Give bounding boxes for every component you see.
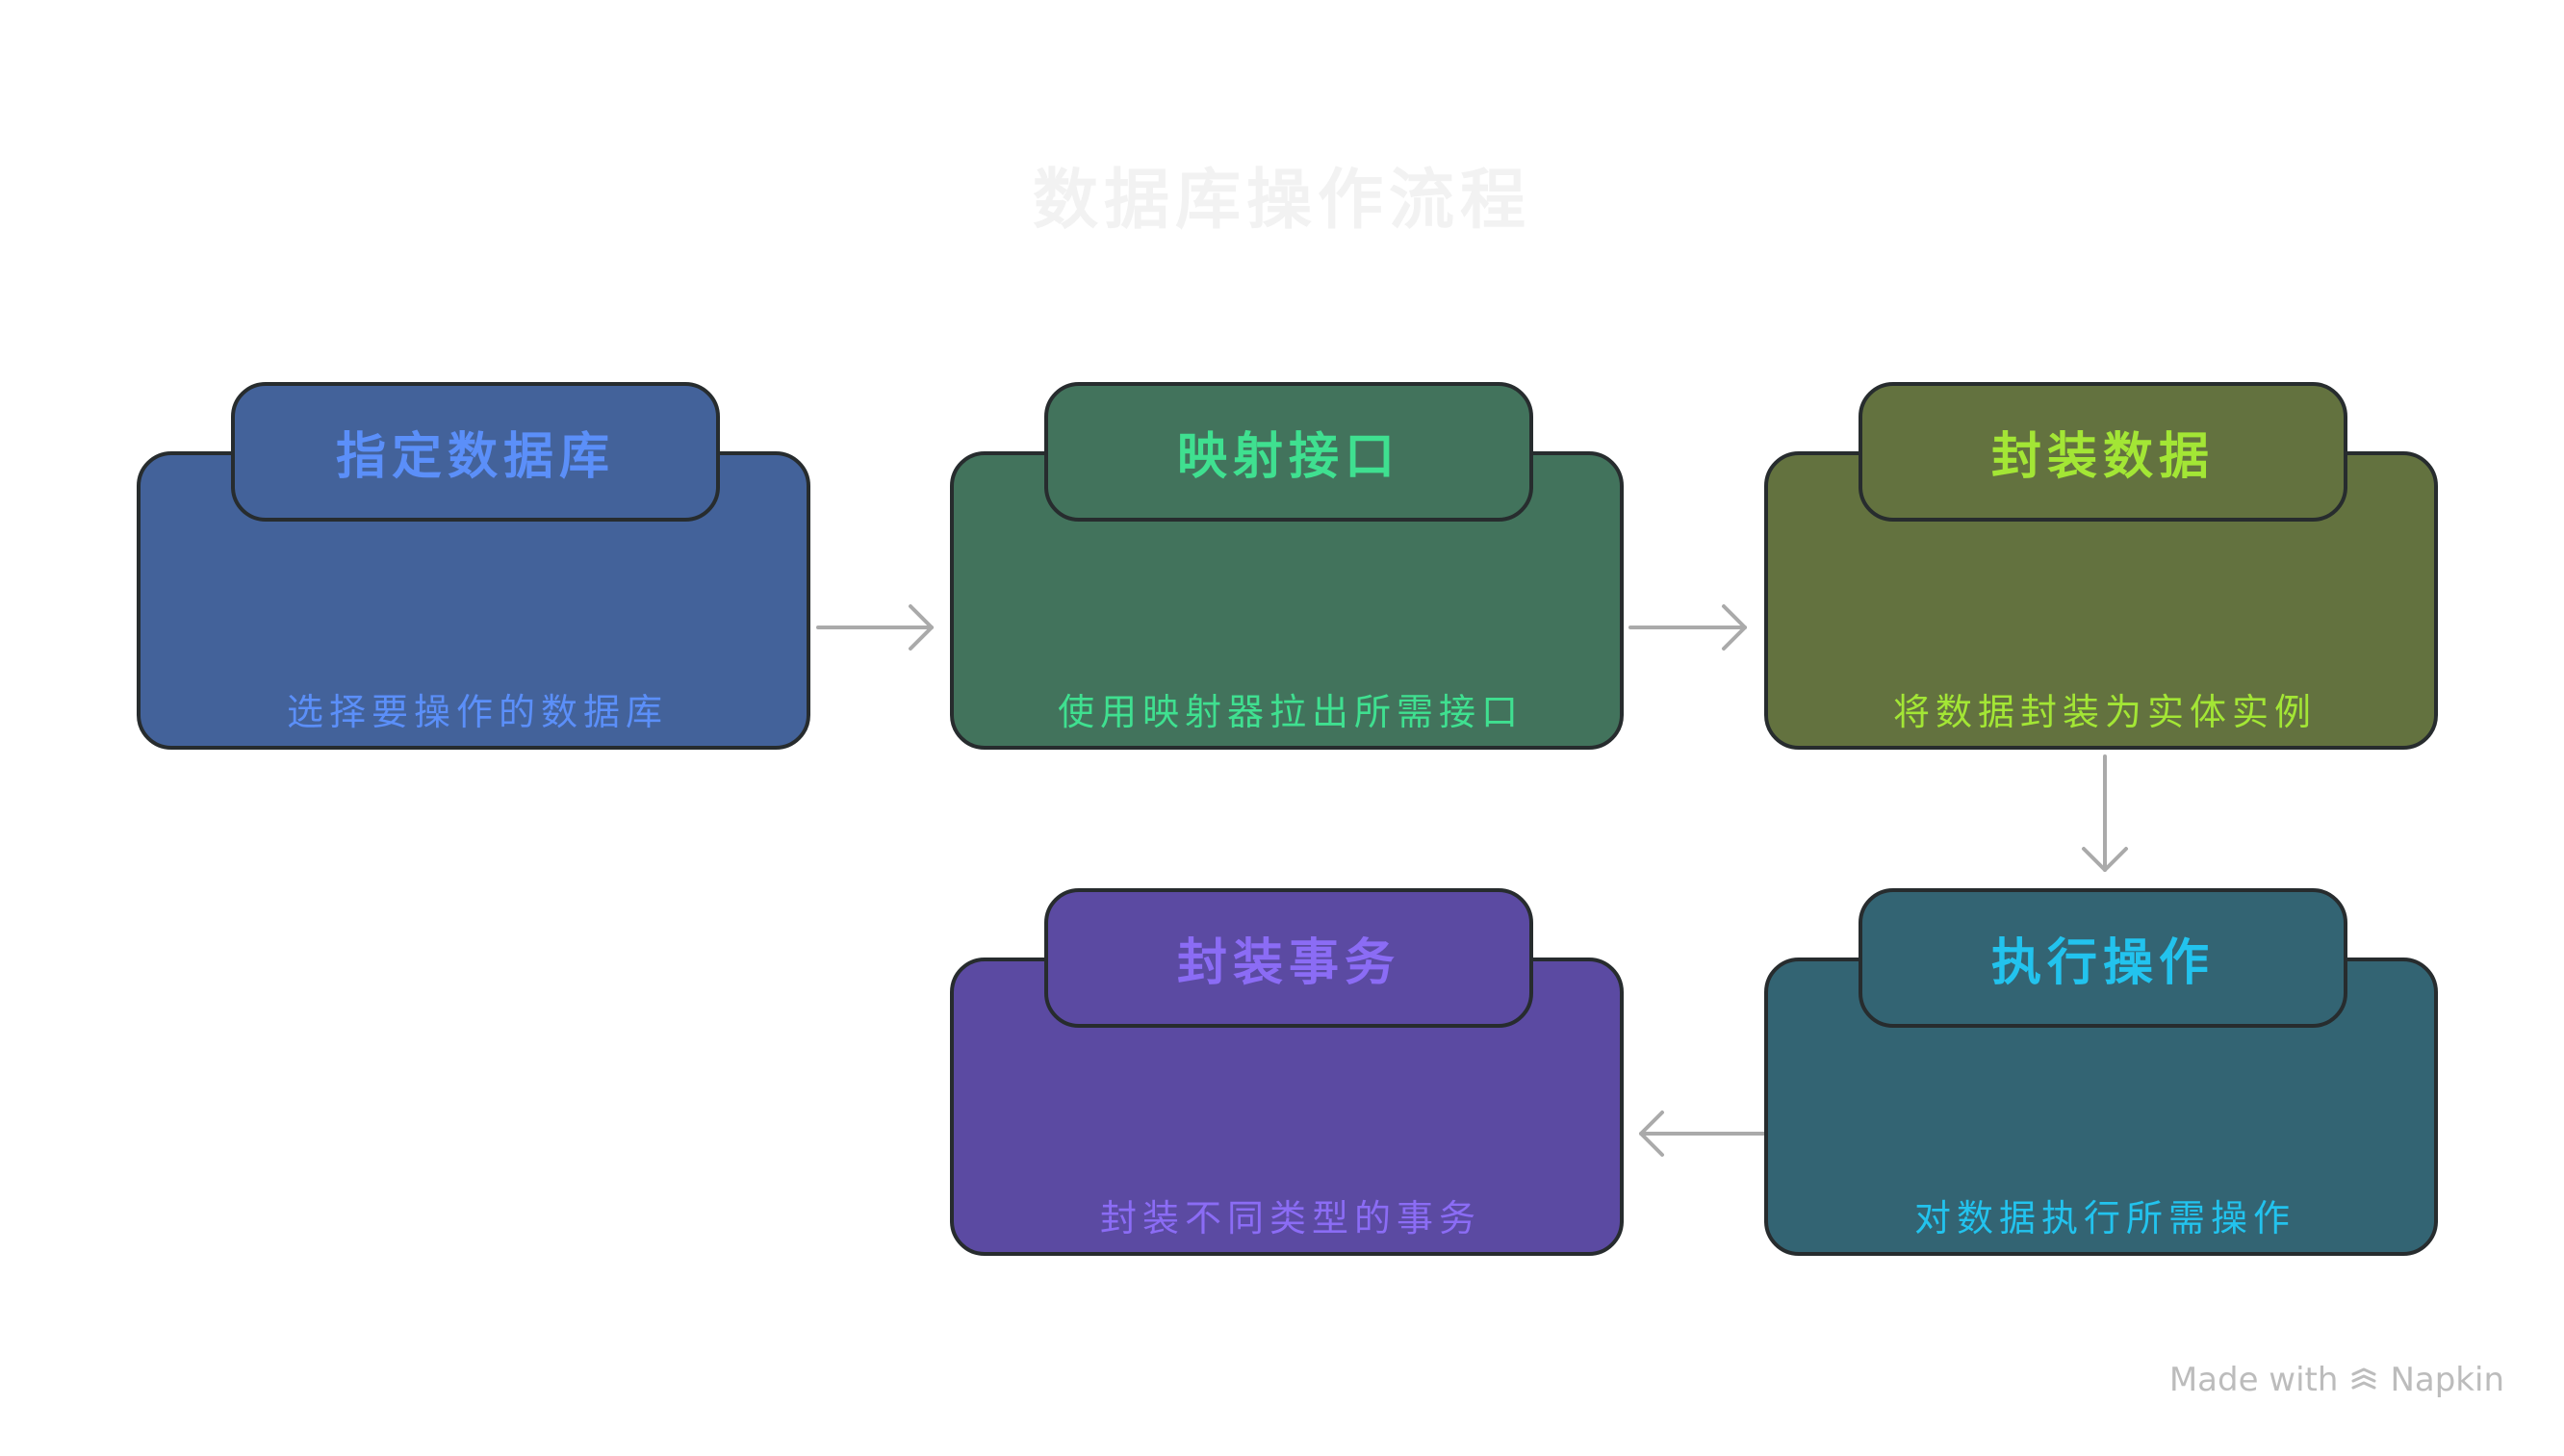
step-description: 选择要操作的数据库 [286, 691, 668, 733]
step-execute-operation: 对数据执行所需操作 执行操作 [1764, 888, 2438, 1288]
step-header: 封装事务 [1044, 888, 1533, 1028]
step-header: 映射接口 [1044, 382, 1533, 522]
step-description: 使用映射器拉出所需接口 [1057, 691, 1524, 733]
step-description: 封装不同类型的事务 [1099, 1197, 1481, 1239]
step-title: 封装数据 [1990, 427, 2215, 486]
step-header: 指定数据库 [231, 382, 720, 522]
brand-label: Napkin [2390, 1361, 2504, 1399]
step-title: 映射接口 [1176, 427, 1400, 486]
step-description: 将数据封装为实体实例 [1892, 691, 2317, 733]
step-header: 封装数据 [1859, 382, 2347, 522]
arrow-step1-to-step2 [816, 604, 934, 651]
diagram-title: 数据库操作流程 [1032, 162, 1531, 239]
step-header: 执行操作 [1859, 888, 2347, 1028]
made-with-label: Made with [2168, 1361, 2339, 1399]
step-title: 执行操作 [1990, 933, 2215, 992]
step-specify-database: 选择要操作的数据库 指定数据库 [137, 382, 810, 781]
step-encapsulate-transaction: 封装不同类型的事务 封装事务 [950, 888, 1624, 1288]
step-description: 对数据执行所需操作 [1913, 1197, 2295, 1239]
watermark: Made with Napkin [2169, 1361, 2504, 1399]
napkin-logo-icon [2351, 1367, 2376, 1390]
step-title: 封装事务 [1176, 933, 1400, 992]
arrow-step2-to-step3 [1628, 604, 1747, 651]
step-title: 指定数据库 [335, 427, 615, 486]
arrow-step3-to-step4 [2082, 754, 2128, 872]
step-map-interface: 使用映射器拉出所需接口 映射接口 [950, 382, 1624, 781]
step-encapsulate-data: 将数据封装为实体实例 封装数据 [1764, 382, 2438, 781]
arrow-step4-to-step5 [1639, 1111, 1767, 1157]
